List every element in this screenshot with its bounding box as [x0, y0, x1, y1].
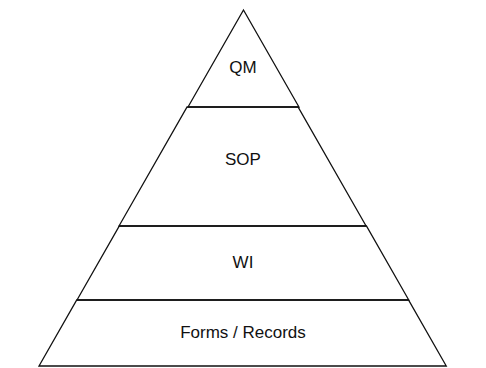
pyramid-band: WI: [77, 226, 409, 300]
pyramid-band: SOP: [119, 107, 366, 226]
band-label: Forms / Records: [180, 323, 306, 343]
band-shape: [119, 107, 366, 226]
band-shape: [77, 226, 409, 300]
pyramid-band: QM: [188, 10, 299, 107]
band-shape: [188, 10, 299, 107]
pyramid-band: Forms / Records: [39, 300, 446, 366]
band-label: WI: [233, 253, 254, 273]
band-label: QM: [229, 58, 256, 78]
band-label: SOP: [225, 150, 261, 170]
band-shape: [39, 300, 446, 366]
